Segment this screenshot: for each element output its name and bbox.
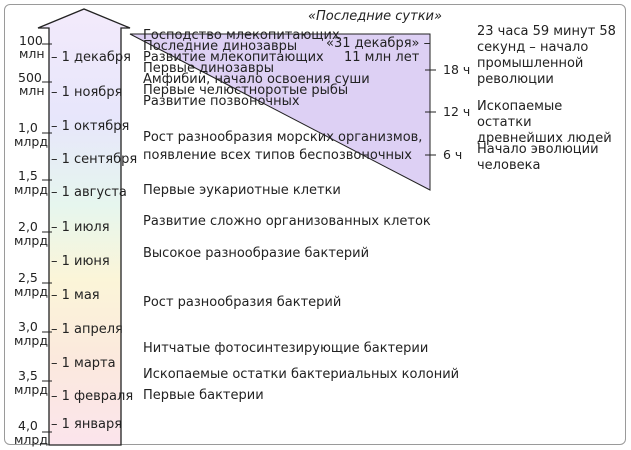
event-label: появление всех типов беспозвоночных bbox=[143, 148, 412, 163]
scale-unit: млн bbox=[19, 46, 45, 61]
event-label: Первые бактерии bbox=[143, 388, 264, 403]
dec31-duration: 11 млн лет bbox=[344, 50, 420, 65]
month-label: – 1 сентября bbox=[51, 152, 138, 167]
scale-value: 500 bbox=[18, 70, 42, 85]
day-event-label: Ископаемые остатки древнейших людей bbox=[477, 99, 612, 146]
event-label: Господство млекопитающих bbox=[143, 28, 340, 43]
day-event-label: 23 часа 59 минут 58 секунд – начало пром… bbox=[477, 24, 616, 87]
event-label: Амфибии, начало освоения суши bbox=[143, 72, 370, 87]
recent-events-stack: Господство млекопитающих Последние диноз… bbox=[143, 28, 370, 109]
scale-unit: млрд bbox=[14, 382, 48, 397]
scale-value: 4,0 bbox=[18, 418, 38, 433]
timeline-arrow bbox=[37, 8, 131, 446]
dec31-label: «31 декабря» – bbox=[326, 36, 431, 51]
scale-unit: млрд bbox=[14, 333, 48, 348]
scale-value: 2,0 bbox=[18, 219, 38, 234]
scale-unit: млрд bbox=[14, 432, 48, 447]
event-label: Первые челюстноротые рыбы bbox=[143, 83, 349, 98]
day-event-label: Начало эволюции человека bbox=[477, 142, 599, 173]
scale-unit: млн bbox=[19, 83, 45, 98]
event-label: Развитие позвоночных bbox=[143, 94, 300, 109]
hour-label: 12 ч bbox=[443, 104, 471, 119]
month-label: – 1 ноября bbox=[51, 85, 123, 100]
scale-value: 3,0 bbox=[18, 319, 38, 334]
chart-title: «Последние сутки» bbox=[308, 9, 443, 24]
month-label: – 1 декабря bbox=[51, 50, 131, 65]
month-label: – 1 февраля bbox=[51, 389, 134, 404]
scale-value: 2,5 bbox=[18, 270, 38, 285]
scale-value: 1,0 bbox=[18, 120, 38, 135]
month-label: – 1 мая bbox=[51, 288, 100, 303]
month-label: – 1 марта bbox=[51, 356, 116, 371]
scale-unit: млрд bbox=[14, 233, 48, 248]
event-label: Ископаемые остатки бактериальных колоний bbox=[143, 367, 460, 382]
scale-value: 100 bbox=[19, 33, 43, 48]
event-label: Нитчатые фотосинтезирующие бактерии bbox=[143, 341, 429, 356]
event-label: Первые динозавры bbox=[143, 61, 275, 76]
event-label: Первые эукариотные клетки bbox=[143, 183, 341, 198]
event-label: Рост разнообразия бактерий bbox=[143, 295, 342, 310]
scale-unit: млрд bbox=[14, 134, 48, 149]
scale-unit: млрд bbox=[14, 284, 48, 299]
scale-value: 1,5 bbox=[18, 168, 38, 183]
month-label: – 1 июля bbox=[51, 220, 110, 235]
scale-value: 3,5 bbox=[18, 368, 38, 383]
month-label: – 1 июня bbox=[51, 254, 110, 269]
hour-label: 6 ч bbox=[443, 147, 463, 162]
hour-label: 18 ч bbox=[443, 62, 471, 77]
diagram-frame bbox=[4, 4, 626, 445]
month-label: – 1 января bbox=[51, 417, 123, 432]
event-label: Последние динозавры bbox=[143, 39, 298, 54]
event-label: Развитие млекопитающих bbox=[143, 50, 324, 65]
event-label: Развитие сложно организованных клеток bbox=[143, 214, 431, 229]
month-label: – 1 августа bbox=[51, 185, 127, 200]
scale-unit: млрд bbox=[14, 182, 48, 197]
month-label: – 1 апреля bbox=[51, 322, 123, 337]
event-label: Рост разнообразия морских организмов, bbox=[143, 130, 423, 145]
month-label: – 1 октября bbox=[51, 119, 130, 134]
event-label: Высокое разнообразие бактерий bbox=[143, 246, 370, 261]
